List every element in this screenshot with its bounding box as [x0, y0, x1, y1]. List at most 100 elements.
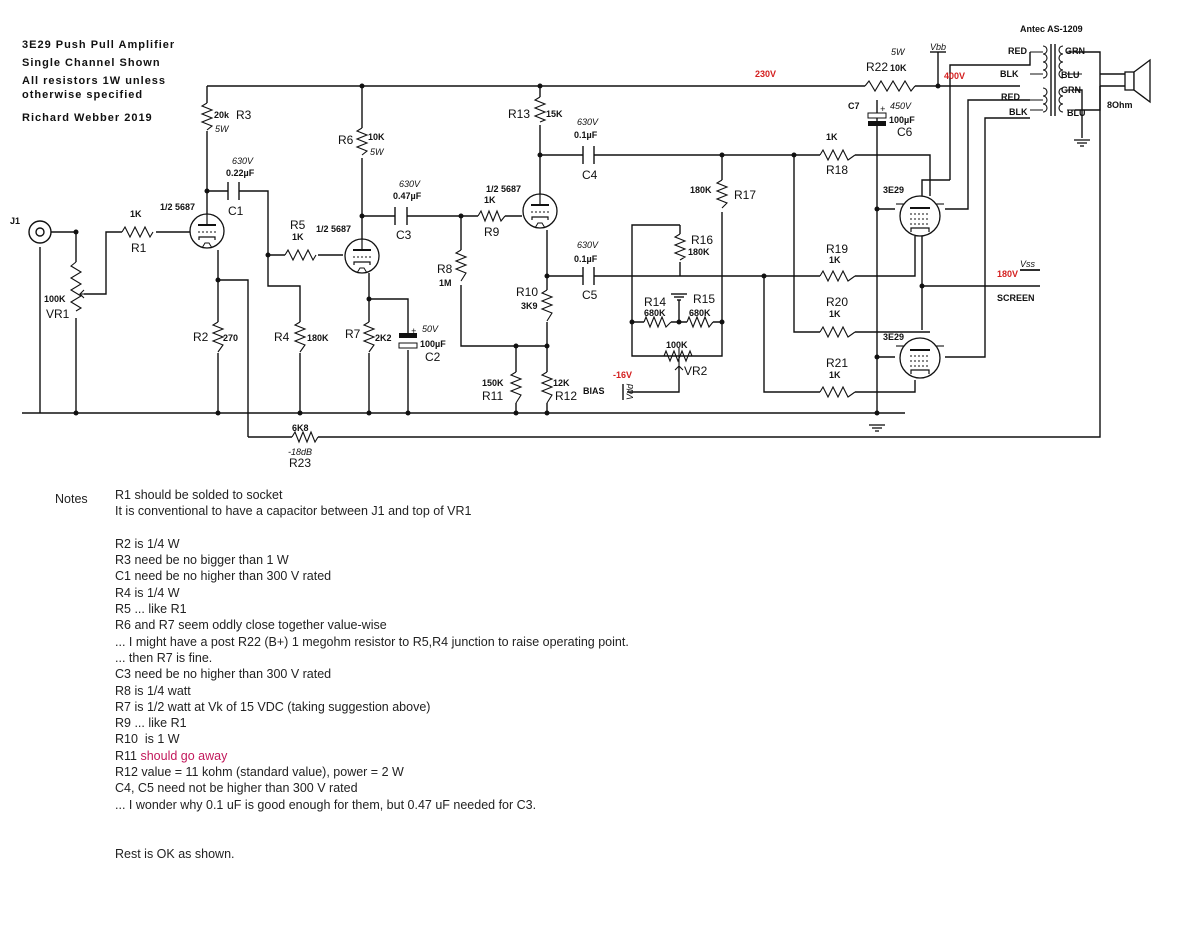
note-line: R4 is 1/4 W	[115, 585, 1115, 601]
resistor-r5	[284, 248, 317, 262]
ground-icon	[1073, 139, 1091, 147]
note-text: ... I might have a post R22 (B+) 1 megoh…	[115, 634, 629, 649]
resistor-r22	[864, 79, 916, 93]
r20-name: R20	[826, 295, 848, 309]
speaker-impedance: 8Ohm	[1107, 100, 1133, 110]
vr2-wiper	[674, 348, 684, 371]
note-text: ... I wonder why 0.1 uF is good enough f…	[115, 797, 537, 812]
junction-dots	[73, 83, 941, 416]
r18-name: R18	[826, 163, 848, 177]
header-line: otherwise specified	[22, 89, 143, 101]
r1-name: R1	[131, 241, 147, 255]
header-line: Single Channel Shown	[22, 57, 161, 69]
r4-value: 180K	[307, 333, 329, 343]
notes-body: R1 should be solded to socket It is conve…	[115, 487, 1115, 862]
r19-name: R19	[826, 242, 848, 256]
r23-name: R23	[289, 456, 311, 470]
resistor-r23	[291, 430, 319, 444]
note-text: R2 is 1/4 W	[115, 536, 180, 551]
resistor-r11	[509, 371, 523, 404]
header-line: All resistors 1W unless	[22, 75, 166, 87]
c3-name: C3	[396, 228, 412, 242]
note-text: R5 ... like R1	[115, 602, 187, 617]
primary-blk-1: BLK	[1000, 69, 1019, 79]
c3-value: 0.47µF	[393, 191, 422, 201]
rail-labels: 230V Vbb 400V Vss 180V SCREEN -16V BIAS …	[583, 42, 1036, 400]
tube-v2	[344, 238, 380, 274]
c4-name: C4	[582, 168, 598, 182]
note-text: C3 need be no higher than 300 V rated	[115, 667, 332, 682]
resistor-r1	[121, 225, 154, 239]
r16-value: 180K	[688, 247, 710, 257]
v180-label: 180V	[997, 269, 1018, 279]
c5-name: C5	[582, 288, 598, 302]
r22-value: 10K	[890, 63, 907, 73]
secondary-blu-2: BLU	[1067, 108, 1086, 118]
capacitor-c3	[394, 207, 408, 225]
screen-label: SCREEN	[997, 293, 1035, 303]
c2-name: C2	[425, 350, 441, 364]
note-text: It is conventional to have a capacitor b…	[115, 504, 472, 519]
r9-value: 1K	[484, 195, 496, 205]
tube-v1	[189, 213, 225, 249]
vr2-value: 100K	[666, 340, 688, 350]
note-text: R3 need be no bigger than 1 W	[115, 553, 289, 568]
note-text: R7 is 1/2 watt at Vk of 15 VDC (taking s…	[115, 699, 431, 714]
primary-blk-2: BLK	[1009, 107, 1028, 117]
j1-label: J1	[10, 216, 20, 226]
r7-name: R7	[345, 327, 361, 341]
c4-value: 0.1µF	[574, 130, 598, 140]
note-text: R6 and R7 seem oddly close together valu…	[115, 618, 387, 633]
note-line: R2 is 1/4 W	[115, 536, 1115, 552]
c1-name: C1	[228, 204, 244, 218]
resistor-r4	[293, 321, 307, 353]
vr1-name: VR1	[46, 307, 70, 321]
capacitors: + +	[227, 104, 887, 349]
note-line: C1 need be no higher than 300 V rated	[115, 568, 1115, 584]
r15-value: 680K	[689, 308, 711, 318]
vr1-wiper	[79, 289, 85, 299]
bias-label: BIAS	[583, 386, 605, 396]
capacitor-c2: +	[398, 326, 418, 349]
note-text: R11	[115, 748, 141, 763]
note-text: R12 value = 11 kohm (standard value), po…	[115, 765, 404, 780]
c5-value: 0.1µF	[574, 254, 598, 264]
resistor-r7	[362, 321, 376, 353]
transformer-labels: Antec AS-1209 RED BLK RED BLK GRN BLU GR…	[1000, 24, 1133, 118]
input-jack-j1	[28, 220, 52, 244]
r1-value: 1K	[130, 209, 142, 219]
resistor-r8	[454, 249, 468, 282]
resistor-r12	[540, 371, 554, 404]
r3-value: 20k	[214, 110, 230, 120]
note-line	[115, 813, 1115, 829]
note-highlight: should go away	[140, 748, 228, 763]
note-line	[115, 829, 1115, 845]
v1-label: 1/2 5687	[160, 202, 195, 212]
r7-value: 2K2	[375, 333, 392, 343]
r12-name: R12	[555, 389, 577, 403]
r14-name: R14	[644, 295, 666, 309]
note-line: R11 should go away	[115, 748, 1115, 764]
note-line: R6 and R7 seem oddly close together valu…	[115, 617, 1115, 633]
schematic-header: 3E29 Push Pull Amplifier Single Channel …	[22, 39, 175, 124]
note-text: R1 should be solded to socket	[115, 488, 283, 502]
c4-volt: 630V	[577, 117, 599, 127]
tube-v3	[522, 193, 558, 229]
c3-volt: 630V	[399, 179, 421, 189]
tubes	[189, 193, 944, 379]
r17-value: 180K	[690, 185, 712, 195]
r8-value: 1M	[439, 278, 452, 288]
resistor-r19	[819, 269, 856, 283]
r5-name: R5	[290, 218, 306, 232]
r11-value: 150K	[482, 378, 504, 388]
r22-name: R22	[866, 60, 888, 74]
note-line: C4, C5 need not be higher than 300 V rat…	[115, 780, 1115, 796]
notes-heading: Notes	[55, 492, 88, 506]
note-line: R10 is 1 W	[115, 731, 1115, 747]
resistor-r14	[643, 315, 672, 329]
vdd-label: Vdd	[625, 383, 635, 400]
svg-text:+: +	[411, 326, 416, 336]
c2-volt: 50V	[422, 324, 439, 334]
header-line: 3E29 Push Pull Amplifier	[22, 39, 175, 51]
secondary-blu-1: BLU	[1061, 70, 1080, 80]
